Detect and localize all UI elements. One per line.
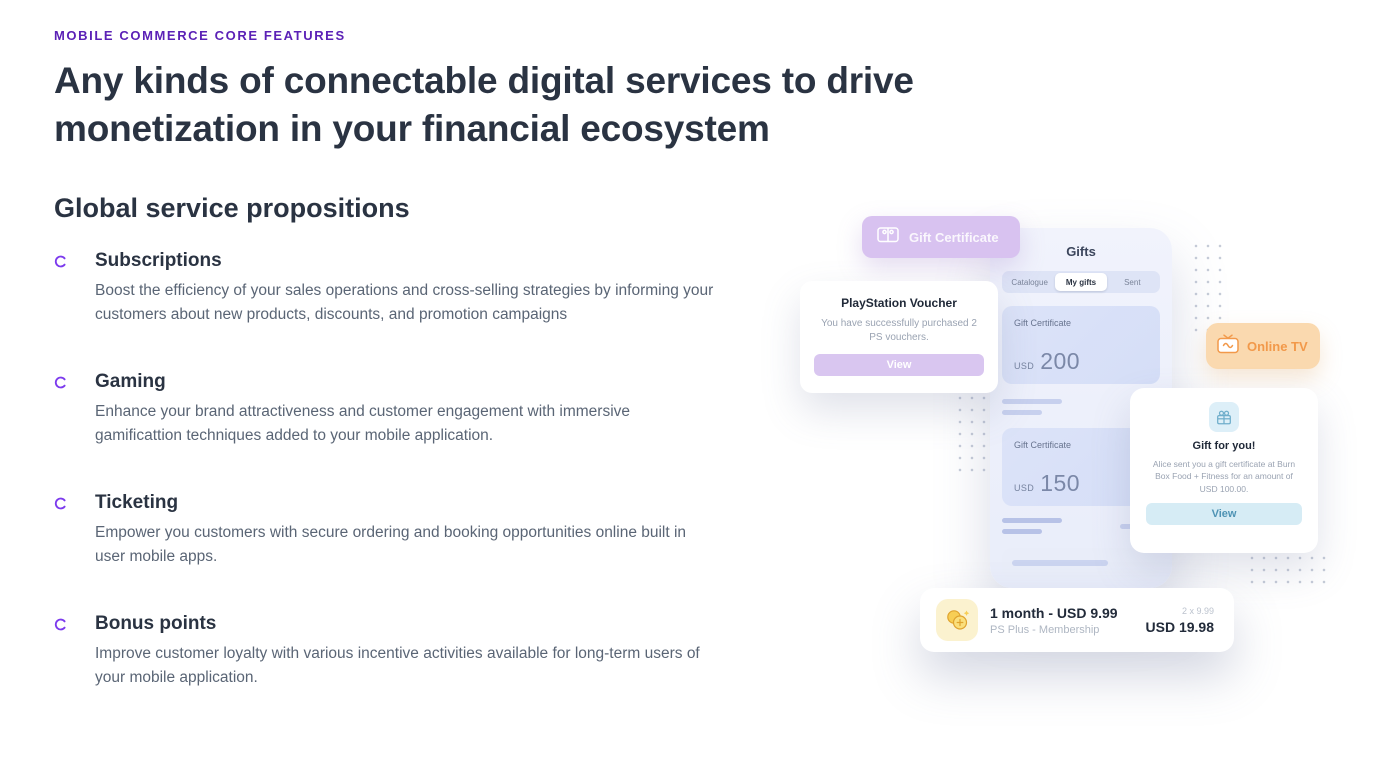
view-gift-button[interactable]: View bbox=[1146, 502, 1302, 525]
purchase-summary-card: 1 month - USD 9.99 PS Plus - Membership … bbox=[920, 588, 1234, 652]
purchase-title: 1 month - USD 9.99 bbox=[990, 604, 1118, 621]
tab-sent[interactable]: Sent bbox=[1124, 277, 1141, 287]
tab-my-gifts[interactable]: My gifts bbox=[1055, 273, 1107, 291]
gift-card-amount: USD 200 bbox=[1014, 348, 1148, 375]
feature-title: Gaming bbox=[95, 371, 166, 393]
gift-card-label: Gift Certificate bbox=[1014, 318, 1072, 328]
gift-card-amount: USD 150 bbox=[1014, 470, 1148, 497]
gift-certificate-badge: Gift Certificate bbox=[862, 216, 1020, 258]
feature-list: Subscriptions Boost the efficiency of yo… bbox=[54, 250, 1014, 690]
gift-box-icon bbox=[1209, 402, 1239, 432]
skeleton-bar bbox=[1002, 410, 1042, 415]
feature-description: Boost the efficiency of your sales opera… bbox=[95, 282, 714, 324]
tab-catalogue[interactable]: Catalogue bbox=[1011, 277, 1048, 287]
gift-title: Gift for you! bbox=[1192, 440, 1256, 452]
purchase-info: 1 month - USD 9.99 PS Plus - Membership bbox=[990, 605, 1134, 636]
tv-icon bbox=[1217, 333, 1239, 359]
currency-label: USD bbox=[1014, 483, 1035, 493]
amount-value: 150 bbox=[1040, 470, 1081, 496]
arc-bullet-icon bbox=[54, 371, 67, 448]
feature-title: Subscriptions bbox=[95, 250, 222, 272]
eyebrow: MOBILE COMMERCE CORE FEATURES bbox=[54, 28, 346, 43]
badge-label: Online TV bbox=[1247, 338, 1308, 354]
text-column: MOBILE COMMERCE CORE FEATURES Any kinds … bbox=[54, 28, 1014, 734]
skeleton-list-item bbox=[1002, 548, 1160, 578]
skeleton-group bbox=[1002, 399, 1160, 415]
skeleton-bar bbox=[1002, 518, 1062, 523]
feature-description: Improve customer loyalty with various in… bbox=[95, 645, 700, 687]
coins-icon bbox=[936, 599, 978, 641]
feature-item-subscriptions: Subscriptions Boost the efficiency of yo… bbox=[54, 250, 744, 327]
feature-item-ticketing: Ticketing Empower you customers with sec… bbox=[54, 492, 744, 569]
feature-item-gaming: Gaming Enhance your brand attractiveness… bbox=[54, 371, 744, 448]
view-voucher-button[interactable]: View bbox=[814, 354, 984, 376]
gift-card-icon bbox=[877, 226, 899, 248]
dot-grid bbox=[1190, 240, 1224, 334]
amount-value: 200 bbox=[1040, 348, 1081, 374]
purchase-total: USD 19.98 bbox=[1145, 618, 1214, 635]
currency-label: USD bbox=[1014, 361, 1035, 371]
purchase-subtitle: PS Plus - Membership bbox=[990, 623, 1100, 636]
feature-title: Ticketing bbox=[95, 492, 179, 514]
arc-bullet-icon bbox=[54, 613, 67, 690]
feature-description: Empower you customers with secure orderi… bbox=[95, 524, 687, 566]
online-tv-badge: Online TV bbox=[1206, 323, 1320, 369]
feature-item-bonus-points: Bonus points Improve customer loyalty wi… bbox=[54, 613, 744, 690]
arc-bullet-icon bbox=[54, 492, 67, 569]
skeleton-bar bbox=[1002, 399, 1062, 404]
playstation-voucher-card: PlayStation Voucher You have successfull… bbox=[800, 281, 998, 393]
skeleton-bar bbox=[1002, 529, 1042, 534]
gift-certificate-card-200: Gift Certificate USD 200 bbox=[1002, 306, 1160, 384]
purchase-quantity: 2 x 9.99 bbox=[1181, 605, 1214, 616]
voucher-title: PlayStation Voucher bbox=[841, 296, 957, 310]
page-title: Any kinds of connectable digital service… bbox=[54, 60, 914, 150]
gift-for-you-card: Gift for you! Alice sent you a gift cert… bbox=[1130, 388, 1318, 553]
phone-screen-title: Gifts bbox=[1066, 244, 1096, 259]
app-illustration: Gifts Catalogue My gifts Sent Gift Certi… bbox=[740, 200, 1360, 760]
skeleton-bar bbox=[1012, 560, 1108, 566]
badge-label: Gift Certificate bbox=[909, 229, 999, 245]
voucher-message: You have successfully purchased 2 PS vou… bbox=[821, 318, 977, 343]
feature-description: Enhance your brand attractiveness and cu… bbox=[95, 403, 631, 445]
gift-tabs: Catalogue My gifts Sent bbox=[1002, 271, 1160, 293]
section-title: Global service propositions bbox=[54, 193, 410, 224]
dot-grid bbox=[1246, 552, 1328, 586]
dot-grid bbox=[954, 392, 988, 474]
purchase-pricing: 2 x 9.99 USD 19.98 bbox=[1146, 606, 1214, 635]
feature-title: Bonus points bbox=[95, 613, 217, 635]
arc-bullet-icon bbox=[54, 250, 67, 327]
gift-card-label: Gift Certificate bbox=[1014, 440, 1072, 450]
gift-message: Alice sent you a gift certificate at Bur… bbox=[1152, 459, 1296, 494]
